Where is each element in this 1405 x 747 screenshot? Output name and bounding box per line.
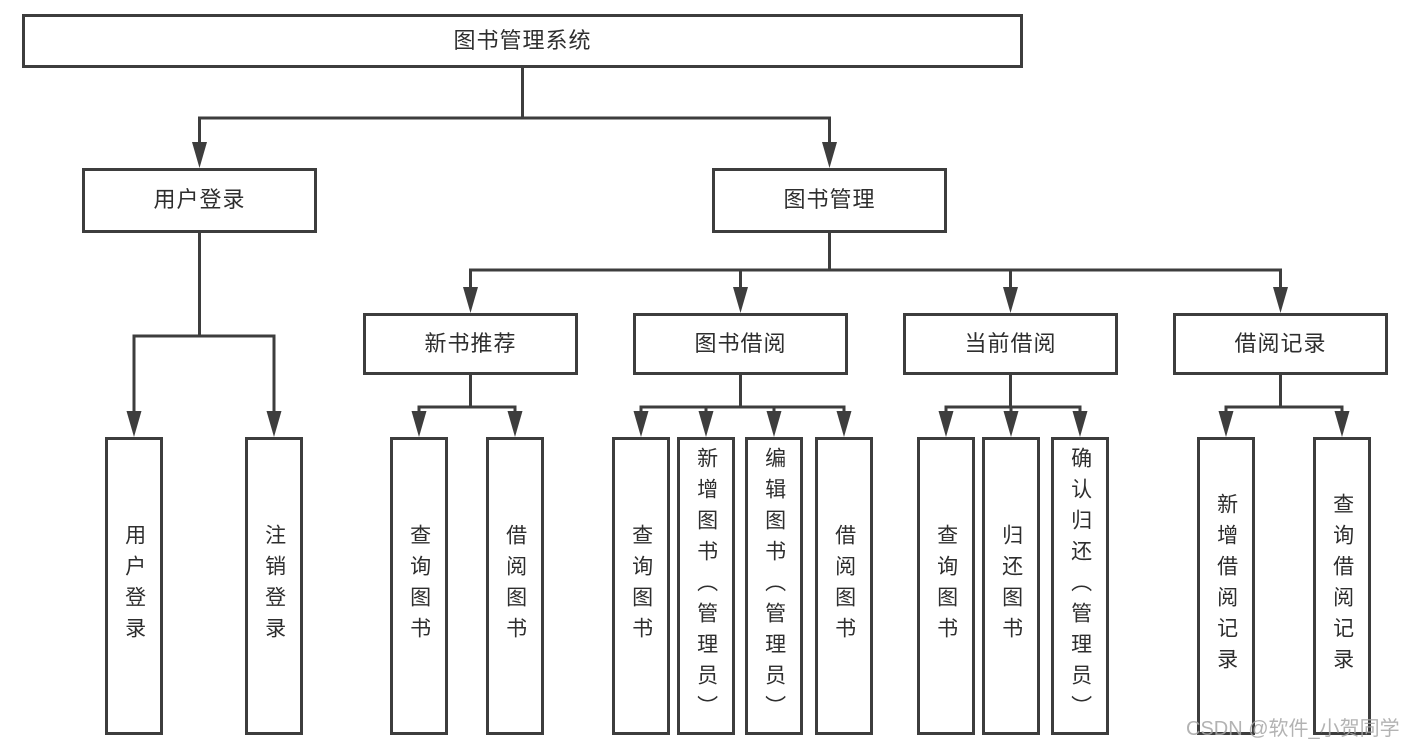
node-library-management-system: 图书管理系统 [22,14,1023,68]
leaf-confirm-return-admin: 确认归还（管理员） [1051,437,1109,735]
node-borrowing-records: 借阅记录 [1173,313,1388,375]
leaf-query-books-current: 查询图书 [917,437,975,735]
leaf-user-login: 用户登录 [105,437,163,735]
leaf-logout: 注销登录 [245,437,303,735]
leaf-add-borrow-record: 新增借阅记录 [1197,437,1255,735]
leaf-add-book-admin: 新增图书（管理员） [677,437,735,735]
node-book-management: 图书管理 [712,168,947,233]
leaf-borrow-books: 借阅图书 [815,437,873,735]
leaf-borrow-books-recommend: 借阅图书 [486,437,544,735]
leaf-return-books: 归还图书 [982,437,1040,735]
node-book-borrowing: 图书借阅 [633,313,848,375]
node-user-login: 用户登录 [82,168,317,233]
leaf-edit-book-admin: 编辑图书（管理员） [745,437,803,735]
node-new-book-recommendation: 新书推荐 [363,313,578,375]
node-current-borrowing: 当前借阅 [903,313,1118,375]
leaf-query-borrow-record: 查询借阅记录 [1313,437,1371,735]
csdn-watermark: CSDN @软件_小贺同学 [1186,718,1400,740]
leaf-query-books-recommend: 查询图书 [390,437,448,735]
leaf-query-books-borrow: 查询图书 [612,437,670,735]
